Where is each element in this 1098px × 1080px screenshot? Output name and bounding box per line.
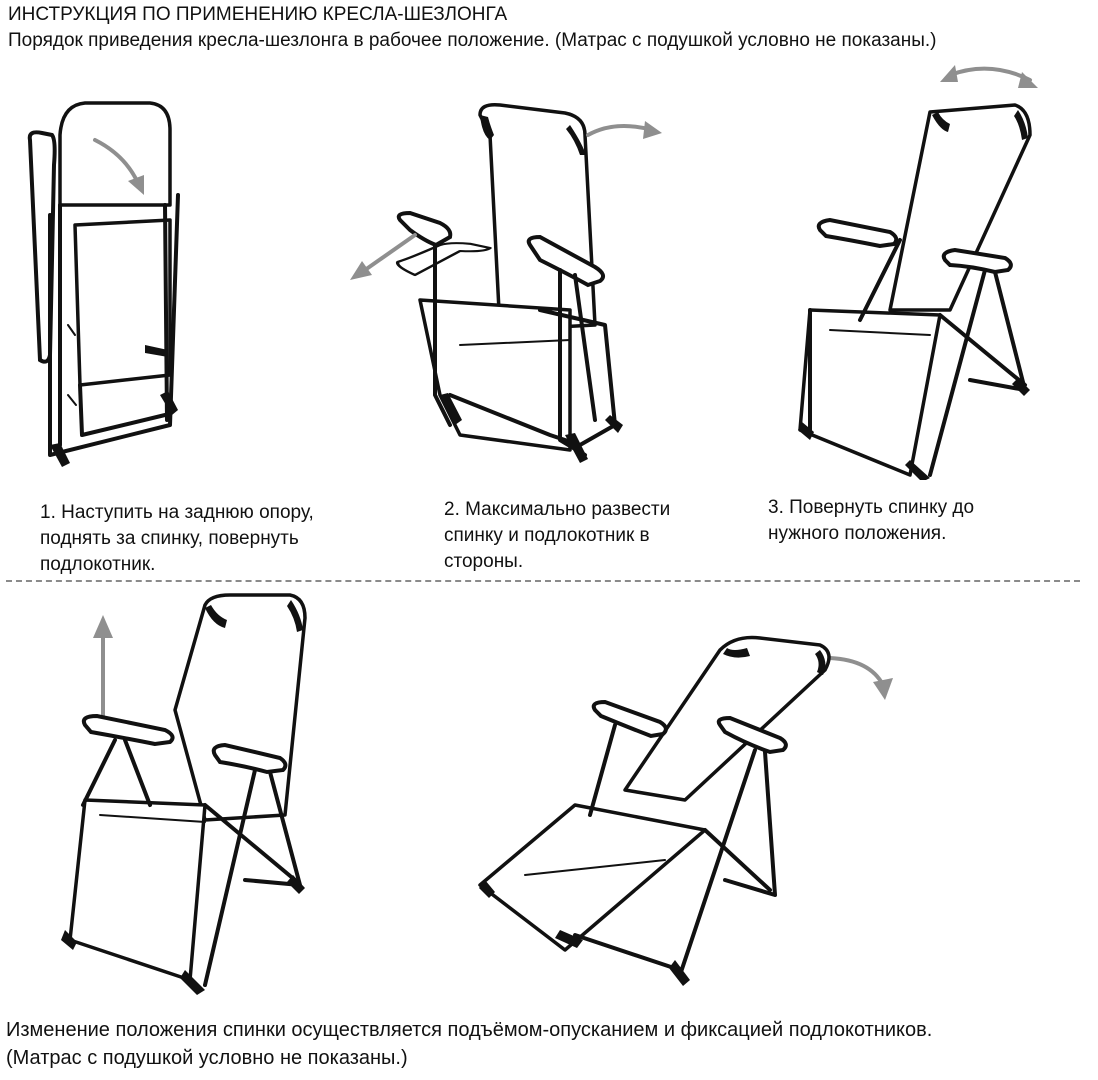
unfolding-chair-illustration [350,102,662,463]
step-3-caption: 3. Повернуть спинку до нужного положения… [768,497,975,544]
reclined-chair-illustration [478,635,893,986]
page-subtitle: Порядок приведения кресла-шезлонга в раб… [8,30,937,51]
footer-line-2: (Матрас с подушкой условно не показаны.) [6,1047,408,1069]
footer-line-1: Изменение положения спинки осуществляетс… [6,1019,933,1041]
footer-note: Изменение положения спинки осуществляетс… [6,1016,1096,1072]
step-2-caption: 2. Максимально развести спинку и подлоко… [444,499,671,572]
upright-chair-illustration [61,593,307,995]
page-title: ИНСТРУКЦИЯ ПО ПРИМЕНЕНИЮ КРЕСЛА-ШЕЗЛОНГА [8,4,508,25]
section-divider [6,580,1080,582]
folded-chair-illustration [27,101,180,467]
step-1-caption: 1. Наступить на заднюю опору, поднять за… [40,502,314,575]
rotating-backrest-illustration [798,65,1038,480]
